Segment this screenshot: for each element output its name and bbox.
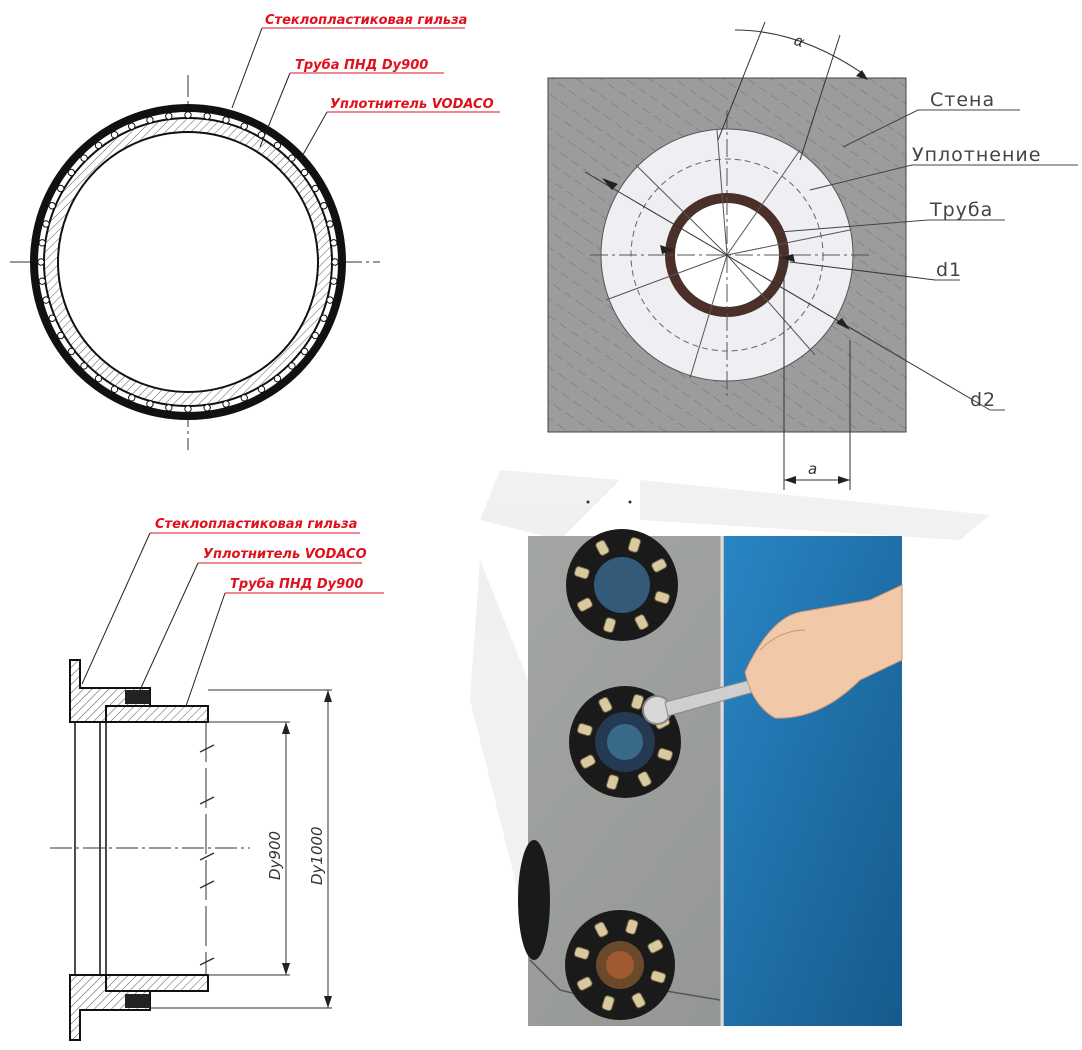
bolt-icon [273, 374, 282, 383]
bolt-icon [67, 347, 76, 356]
bolt-plate-icon [579, 754, 596, 769]
installation-photo [518, 529, 903, 1026]
label-d1: d1 [936, 259, 962, 281]
seal-bolts [37, 111, 339, 413]
bolt-plate-icon [602, 617, 617, 634]
bolt-icon [42, 296, 50, 304]
bolt-plate-icon [627, 536, 642, 553]
dim-a-label: a [808, 460, 817, 478]
bolt-icon [146, 116, 154, 124]
bolt-plate-icon [594, 921, 609, 938]
bolt-plate-icon [630, 693, 645, 710]
dim-dy900: Dy900 [266, 831, 284, 880]
bolt-icon [288, 154, 296, 162]
bolt-plate-icon [650, 970, 667, 984]
bolt-icon [330, 277, 338, 285]
bolt-icon [48, 202, 56, 210]
bolt-plate-icon [601, 995, 615, 1012]
bolt-icon [273, 141, 282, 150]
label-d2: d2 [970, 389, 996, 411]
bolt-icon [326, 220, 334, 228]
bolt-icon [42, 220, 50, 228]
bolt-icon [56, 184, 65, 193]
bolt-icon [165, 404, 173, 412]
bolt-plate-icon [595, 539, 610, 556]
label-wall: Стена [930, 89, 995, 111]
bolt-icon [38, 277, 46, 285]
bolt-icon [184, 111, 192, 119]
dim-dy1000: Dy1000 [308, 826, 326, 885]
bolt-icon [240, 394, 248, 402]
bolt-plate-icon [573, 565, 590, 580]
bolt-icon [165, 112, 173, 120]
bolt-plate-icon [647, 939, 664, 954]
label-seal-bottom: Уплотнитель VODACO [203, 547, 367, 562]
bolt-plate-icon [634, 614, 649, 631]
bolt-plate-icon [576, 976, 593, 991]
bolt-plate-icon [654, 590, 671, 605]
bolt-icon [320, 314, 328, 322]
bolt-icon [80, 154, 88, 162]
bolt-icon [80, 362, 88, 370]
bolt-icon [38, 239, 46, 247]
bolt-icon [67, 168, 76, 177]
bolt-icon [222, 116, 230, 124]
label-sleeve-top: Стеклопластиковая гильза [265, 13, 467, 28]
bolt-icon [203, 112, 211, 120]
bolt-icon [300, 168, 309, 177]
bolt-icon [320, 202, 328, 210]
bolt-icon [37, 258, 45, 266]
bolt-icon [331, 258, 339, 266]
bolt-icon [110, 385, 119, 394]
bolt-icon [146, 400, 154, 408]
bolt-icon [110, 130, 119, 139]
bolt-plate-icon [598, 696, 613, 713]
angle-label: α [791, 31, 807, 51]
bolt-plate-icon [637, 771, 652, 788]
bolt-icon [128, 122, 136, 130]
bolt-plate-icon [576, 597, 593, 612]
bolt-icon [300, 347, 309, 356]
bolt-icon [56, 331, 65, 340]
bolt-icon [288, 362, 296, 370]
label-pipe-bottom: Труба ПНД Dy900 [230, 577, 363, 592]
bolt-icon [203, 404, 211, 412]
bolt-icon [222, 400, 230, 408]
label-pipe: Труба [929, 199, 993, 221]
bolt-icon [128, 394, 136, 402]
bolt-icon [330, 239, 338, 247]
bolt-plate-icon [573, 946, 590, 960]
bolt-plate-icon [651, 558, 668, 573]
bolt-icon [48, 314, 56, 322]
label-seal-top: Уплотнитель VODACO [330, 97, 494, 112]
bolt-icon [94, 374, 103, 383]
bolt-plate-icon [625, 918, 639, 935]
longitudinal-section [50, 659, 332, 1041]
bolt-icon [257, 385, 266, 394]
label-seal: Уплотнение [912, 144, 1041, 166]
bolt-icon [240, 122, 248, 130]
bolt-icon [94, 141, 103, 150]
label-pipe-top: Труба ПНД Dy900 [295, 58, 428, 73]
bolt-plate-icon [657, 747, 674, 762]
bolt-plate-icon [576, 722, 593, 737]
bolt-icon [184, 405, 192, 413]
bolt-icon [326, 296, 334, 304]
ring-section-drawing [10, 75, 380, 450]
bolt-plate-icon [605, 774, 620, 791]
label-sleeve-bottom: Стеклопластиковая гильза [155, 517, 357, 532]
bolt-icon [311, 331, 320, 340]
bolt-icon [311, 184, 320, 193]
wall-seal-diagram: α a [547, 21, 1078, 490]
bolt-plate-icon [631, 992, 646, 1009]
